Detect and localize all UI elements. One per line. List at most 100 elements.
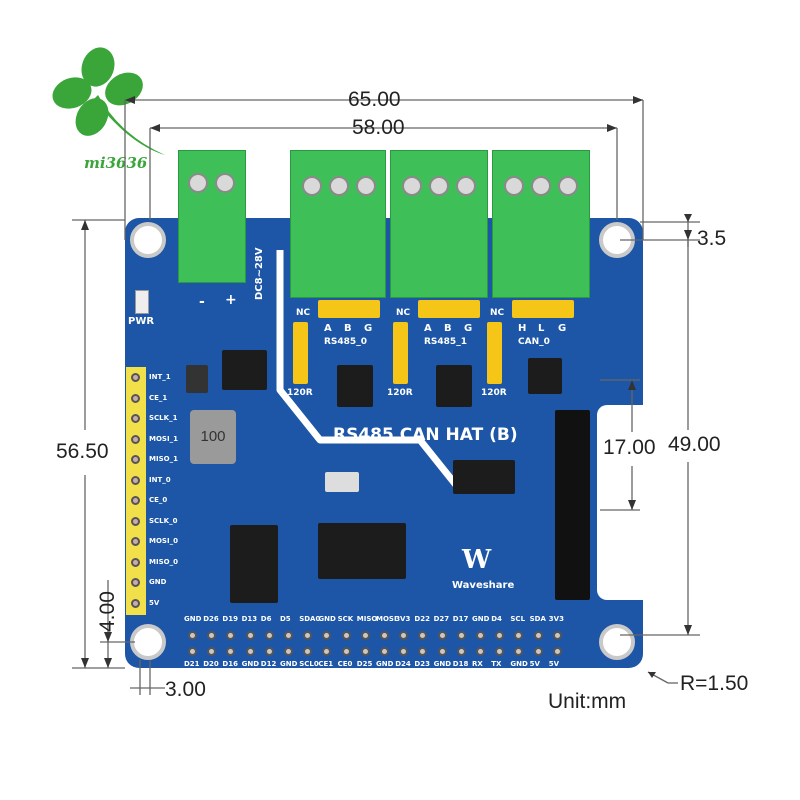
channel-pin-header — [512, 300, 574, 318]
pin-label: H — [518, 323, 527, 334]
dim-hole-spacing-x: 58.00 — [352, 116, 405, 139]
side-header-label: MISO_1 — [149, 455, 178, 463]
gpio-top-label: D13 — [241, 615, 258, 623]
pin-label: A — [324, 323, 332, 334]
screw-icon — [329, 176, 349, 196]
gpio-bottom-label: CE0 — [337, 660, 353, 668]
gpio-bottom-label: D24 — [395, 660, 411, 668]
side-header-label: MISO_0 — [149, 557, 178, 566]
side-header-label: MOSI_1 — [149, 434, 178, 443]
screw-icon — [402, 176, 422, 196]
screw-icon — [558, 176, 578, 196]
gpio-top-label: D26 — [203, 615, 219, 623]
gpio-bottom-label: CE1 — [318, 660, 334, 668]
minus-label: - — [199, 294, 205, 310]
gpio-pin — [418, 631, 428, 640]
gpio-pin — [264, 631, 274, 640]
can-controller-chip — [318, 523, 406, 579]
gpio-pin — [360, 647, 370, 656]
gpio-pin — [380, 631, 389, 640]
gpio-top-label: SDA — [529, 615, 546, 623]
gpio-pin — [322, 631, 332, 640]
inductor: 100 — [190, 410, 236, 464]
header-pin — [131, 414, 140, 423]
termination-label: 120R — [287, 388, 313, 398]
gpio-pin — [418, 647, 428, 656]
gpio-pin — [533, 631, 543, 640]
gpio-pin — [188, 647, 197, 656]
gpio-bottom-label: GND — [510, 660, 528, 668]
gpio-pin — [399, 631, 409, 640]
gpio-top-label: D4 — [491, 615, 502, 623]
diode — [186, 365, 208, 393]
gpio-bottom-label: D20 — [203, 660, 219, 668]
side-connector — [555, 410, 590, 600]
dim-bottom-offset: 4.00 — [96, 591, 119, 632]
terminal-block-rs485-1 — [390, 150, 488, 298]
gpio-bottom-label: GND — [280, 660, 298, 668]
crystal — [325, 472, 359, 492]
pin-label: G — [464, 323, 473, 334]
gpio-pin — [495, 647, 505, 656]
gpio-pin — [322, 647, 332, 656]
gpio-top-label: 3V3 — [395, 615, 411, 623]
nc-label: NC — [490, 308, 505, 318]
gpio-pin — [341, 647, 351, 656]
gpio-top-label: MOSI — [376, 615, 397, 623]
mounting-hole — [130, 222, 166, 258]
screw-icon — [429, 176, 449, 196]
screw-icon — [302, 176, 322, 196]
header-pin — [131, 373, 140, 382]
pin-label: G — [558, 323, 567, 334]
terminal-block-can-0 — [492, 150, 590, 298]
dim-connector-height: 17.00 — [603, 436, 656, 460]
gpio-pin — [207, 631, 217, 640]
board-title: RS485 CAN HAT (B) — [333, 425, 518, 445]
side-header-label: SCLK_0 — [149, 516, 178, 525]
gpio-bottom-label: GND — [241, 660, 260, 668]
gpio-pin — [284, 631, 293, 640]
gpio-pin — [437, 647, 447, 656]
gpio-bottom-label: D16 — [222, 660, 238, 668]
pwr-label: PWR — [128, 316, 155, 327]
channel-pin-header — [418, 300, 480, 318]
screw-icon — [504, 176, 524, 196]
gpio-top-label: D27 — [433, 615, 450, 623]
gpio-bottom-label: SCL0 — [299, 660, 319, 668]
gpio-bottom-label: 5V — [529, 660, 540, 668]
dim-top-offset: 3.5 — [697, 227, 727, 250]
gpio-bottom-label: GND — [433, 660, 452, 668]
header-pin — [131, 516, 140, 526]
dim-overall-height: 56.50 — [56, 440, 109, 463]
terminal-block-rs485-0 — [290, 150, 386, 298]
gpio-pin — [533, 647, 543, 656]
waveshare-logo-icon: W — [462, 545, 492, 575]
side-header-label: INT_1 — [149, 373, 171, 381]
gpio-pin — [476, 631, 485, 640]
gpio-bottom-label: GND — [376, 660, 394, 668]
header-pin — [131, 557, 140, 567]
gpio-pin — [514, 631, 524, 640]
termination-label: 120R — [481, 388, 507, 398]
gpio-pin — [303, 631, 313, 640]
plus-label: + — [225, 292, 237, 308]
gpio-top-label: D17 — [452, 615, 469, 623]
header-pin — [131, 475, 140, 485]
gpio-pin — [264, 647, 274, 656]
dim-left-offset: 3.00 — [165, 678, 206, 701]
gpio-top-label: D5 — [280, 615, 291, 623]
mounting-hole — [599, 624, 635, 660]
header-pin — [131, 496, 140, 505]
termination-jumper — [293, 322, 308, 384]
side-header-label: CE_1 — [149, 393, 168, 402]
transceiver-chip — [436, 365, 472, 407]
power-terminal-block — [178, 150, 246, 283]
gpio-pin — [360, 631, 370, 640]
channel-label: CAN_0 — [518, 337, 550, 347]
channel-label: RS485_0 — [324, 337, 367, 347]
side-header-label: GND — [149, 578, 167, 586]
gpio-bottom-label: RX — [472, 660, 483, 668]
gpio-pin — [341, 631, 351, 640]
gpio-pin — [456, 631, 466, 640]
